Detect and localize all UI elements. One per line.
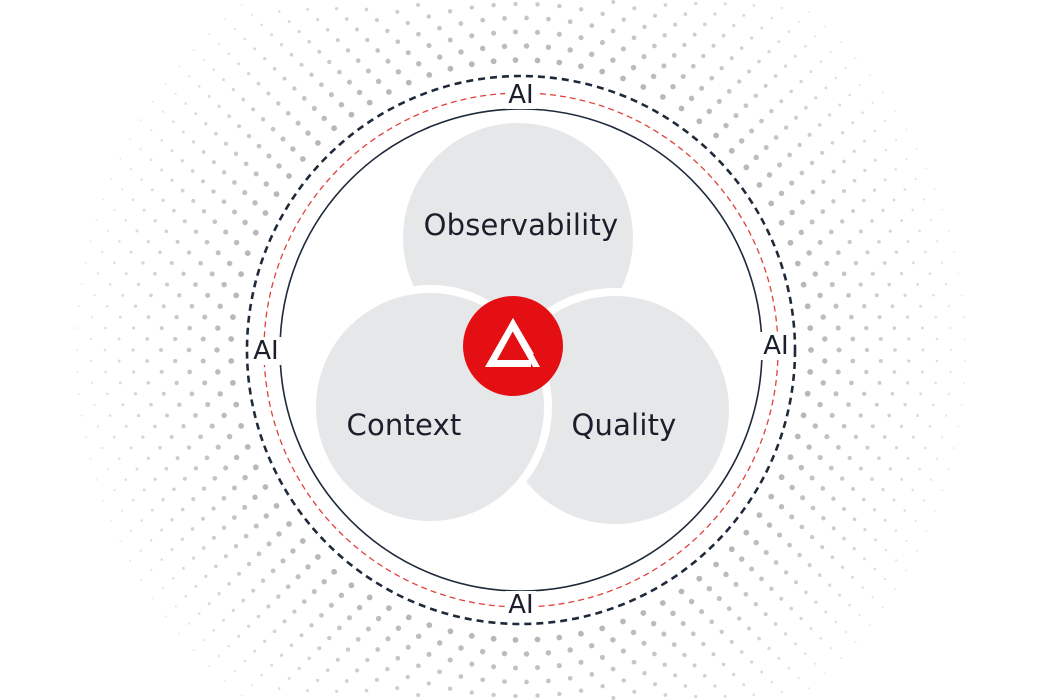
red-triangle-logo-icon <box>463 296 563 396</box>
dot-halo <box>76 0 966 700</box>
ring-label-bottom: AI <box>505 591 537 619</box>
ring-label-left: AI <box>250 337 282 365</box>
lobe-label-observability: Observability <box>423 208 619 242</box>
lobe-label-context: Context <box>346 408 462 442</box>
lobe-label-quality: Quality <box>571 408 677 442</box>
ring-label-top: AI <box>505 81 537 109</box>
ring-label-right: AI <box>760 332 792 360</box>
outer-dashed-ring <box>245 74 797 626</box>
